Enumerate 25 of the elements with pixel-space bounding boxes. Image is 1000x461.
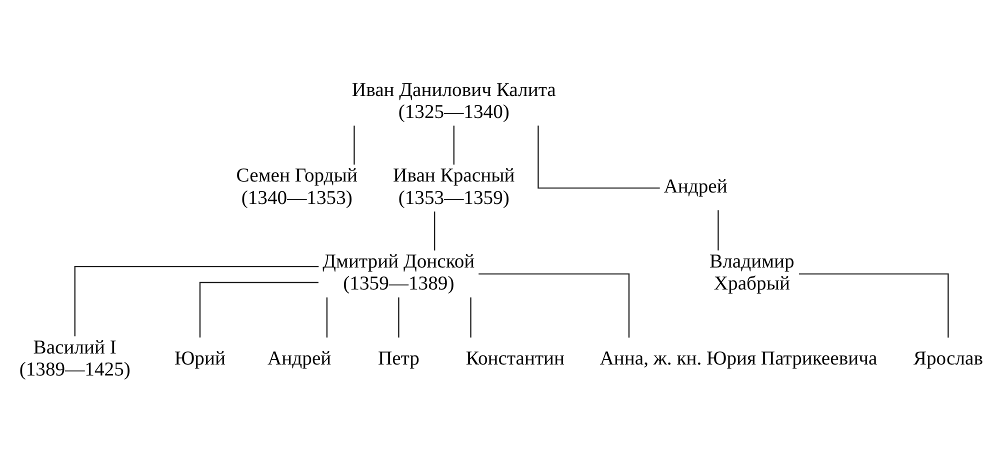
node-text: Константин [465, 348, 564, 369]
node-text: Юрий [174, 348, 225, 369]
node-text: Петр [377, 348, 419, 369]
node-text: Владимир Храбрый [709, 251, 794, 294]
node-text: Иван Данилович Калита (1325—1340) [351, 79, 556, 122]
node-text: Анна, ж. кн. Юрия Патрикеевича [599, 348, 877, 369]
connector [717, 210, 718, 250]
node-text: Дмитрий Донской (1359—1389) [322, 251, 474, 294]
connector [198, 281, 318, 337]
connector [452, 125, 454, 164]
connector [470, 296, 471, 338]
connector [537, 125, 660, 188]
connector [74, 265, 318, 336]
node-text: Андрей [663, 176, 727, 198]
connector [433, 211, 435, 250]
node-text: Семен Гордый (1340—1353) [236, 165, 357, 208]
node-text: Василий I (1389—1425) [18, 336, 130, 380]
connector [478, 272, 630, 338]
connector [326, 296, 328, 338]
connector [398, 296, 399, 338]
connector [798, 272, 948, 338]
node-text: Андрей [267, 348, 331, 369]
node-text: Иван Красный (1353—1359) [392, 165, 514, 208]
connector [353, 125, 354, 164]
node-text: Ярослав [912, 348, 983, 369]
